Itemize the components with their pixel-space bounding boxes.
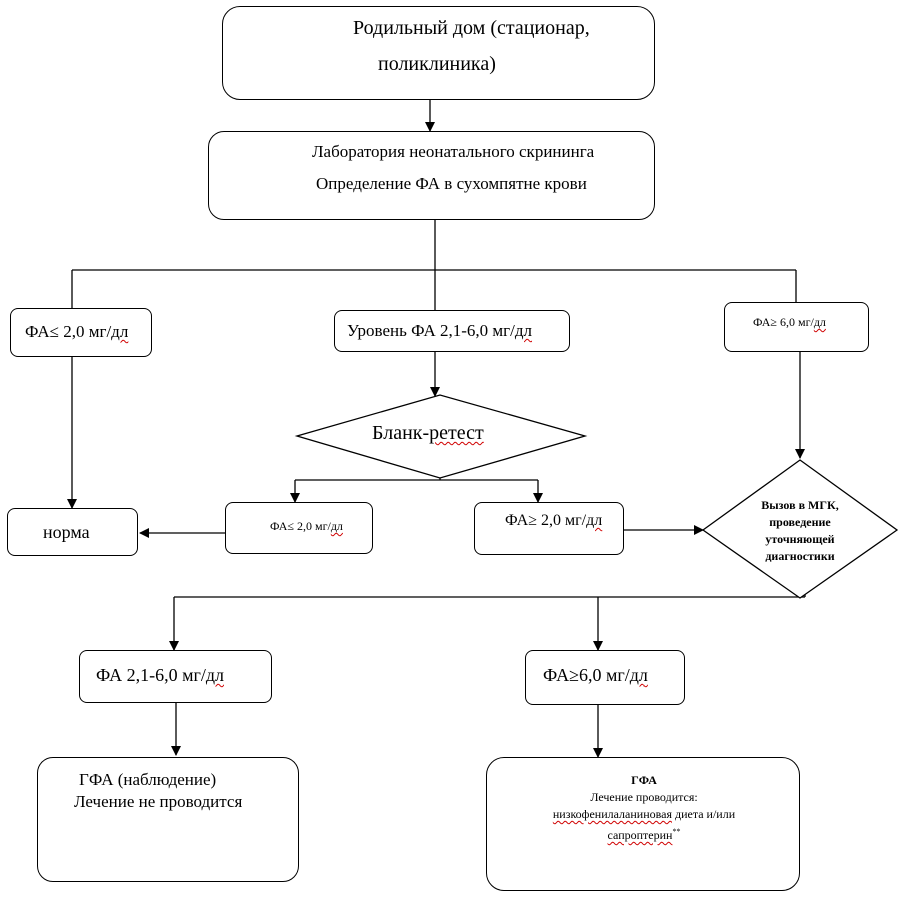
mid-result-label: Уровень ФА 2,1-6,0 мг/дл <box>347 321 532 341</box>
lab-line1: Лаборатория неонатального скрининга <box>312 142 595 161</box>
pku-line3: низкофенилаланиновая диета и/или <box>487 806 801 823</box>
retest-high-label: ФА≥ 2,0 мг/дл <box>505 512 602 530</box>
retest-low-text: ФА≤ 2,0 мг/ <box>270 519 331 533</box>
dx-mid-label: ФА 2,1-6,0 мг/дл <box>96 665 224 686</box>
dx-high-box: ФА≥6,0 мг/дл <box>525 650 685 705</box>
retest-word: ретест <box>429 422 484 444</box>
mgk-line4: диагностики <box>765 549 835 563</box>
mid-result-box: Уровень ФА 2,1-6,0 мг/дл <box>334 310 570 352</box>
low-result-label: ФА≤ 2,0 мг/дл <box>25 322 128 342</box>
maternity-box: Родильный дом (стационар, поликлиника) <box>222 6 655 100</box>
retest-low-box: ФА≤ 2,0 мг/дл <box>225 502 373 554</box>
retest-label: Бланк-ретест <box>372 422 484 445</box>
dx-mid-text: ФА 2,1-6,0 мг/ <box>96 665 206 685</box>
retest-high-text: ФА≥ 2,0 мг/ <box>505 512 587 529</box>
mid-result-unit: дл <box>514 321 533 340</box>
low-result-unit: дл <box>111 322 129 341</box>
pku-line2: Лечение проводится: <box>590 790 698 804</box>
pku-text-block: ГФА Лечение проводится: низкофенилаланин… <box>487 772 801 844</box>
retest-low-label: ФА≤ 2,0 мг/дл <box>270 519 343 534</box>
high-result-box: ФА≥ 6,0 мг/дл <box>724 302 869 352</box>
mid-result-text: Уровень ФА 2,1-6,0 мг/ <box>347 321 515 340</box>
lab-line2: Определение ФА в сухомпятне крови <box>316 174 587 193</box>
pku-line1: ГФА <box>631 773 657 787</box>
maternity-line2: поликлиника) <box>378 53 496 75</box>
retest-prefix: Бланк- <box>372 422 430 444</box>
low-result-text: ФА≤ 2,0 мг/ <box>25 322 112 341</box>
dx-high-label: ФА≥6,0 мг/дл <box>543 665 648 686</box>
lab-box: Лаборатория неонатального скрининга Опре… <box>208 131 655 220</box>
high-result-unit: дл <box>813 315 826 329</box>
mgk-diamond <box>701 459 899 599</box>
dx-mid-box: ФА 2,1-6,0 мг/дл <box>79 650 272 703</box>
gfa-observation-box: ГФА (наблюдение) Лечение не проводится <box>37 757 299 882</box>
retest-high-box: ФА≥ 2,0 мг/дл <box>474 502 624 555</box>
pku-footnote-mark: ** <box>672 827 681 836</box>
retest-low-unit: дл <box>330 519 343 533</box>
pku-diet-word: низкофенилаланиновая <box>552 807 672 821</box>
mgk-line2: проведение <box>769 515 831 529</box>
pku-diet-rest: диета и/или <box>671 807 736 821</box>
pku-sapropterin: сапроптерин <box>607 828 673 842</box>
pku-line4: сапроптерин** <box>487 823 801 844</box>
dx-high-text: ФА≥6,0 мг/ <box>543 665 630 685</box>
pku-treatment-box: ГФА Лечение проводится: низкофенилаланин… <box>486 757 800 891</box>
dx-mid-unit: дл <box>205 665 224 685</box>
mgk-line3: уточняющей <box>765 532 835 546</box>
retest-high-unit: дл <box>586 512 603 529</box>
norm-label: норма <box>43 522 90 542</box>
maternity-line1: Родильный дом (стационар, <box>353 17 590 39</box>
high-result-label: ФА≥ 6,0 мг/дл <box>753 315 826 330</box>
norm-box: норма <box>7 508 138 556</box>
mgk-label: Вызов в МГК, проведение уточняющей диагн… <box>740 497 860 565</box>
gfa-line1: ГФА (наблюдение) <box>79 770 217 789</box>
gfa-line2: Лечение не проводится <box>74 792 243 811</box>
low-result-box: ФА≤ 2,0 мг/дл <box>10 308 152 357</box>
mgk-line1: Вызов в МГК, <box>761 498 839 512</box>
dx-high-unit: дл <box>629 665 648 685</box>
retest-diamond <box>294 394 588 479</box>
high-result-text: ФА≥ 6,0 мг/ <box>753 315 814 329</box>
